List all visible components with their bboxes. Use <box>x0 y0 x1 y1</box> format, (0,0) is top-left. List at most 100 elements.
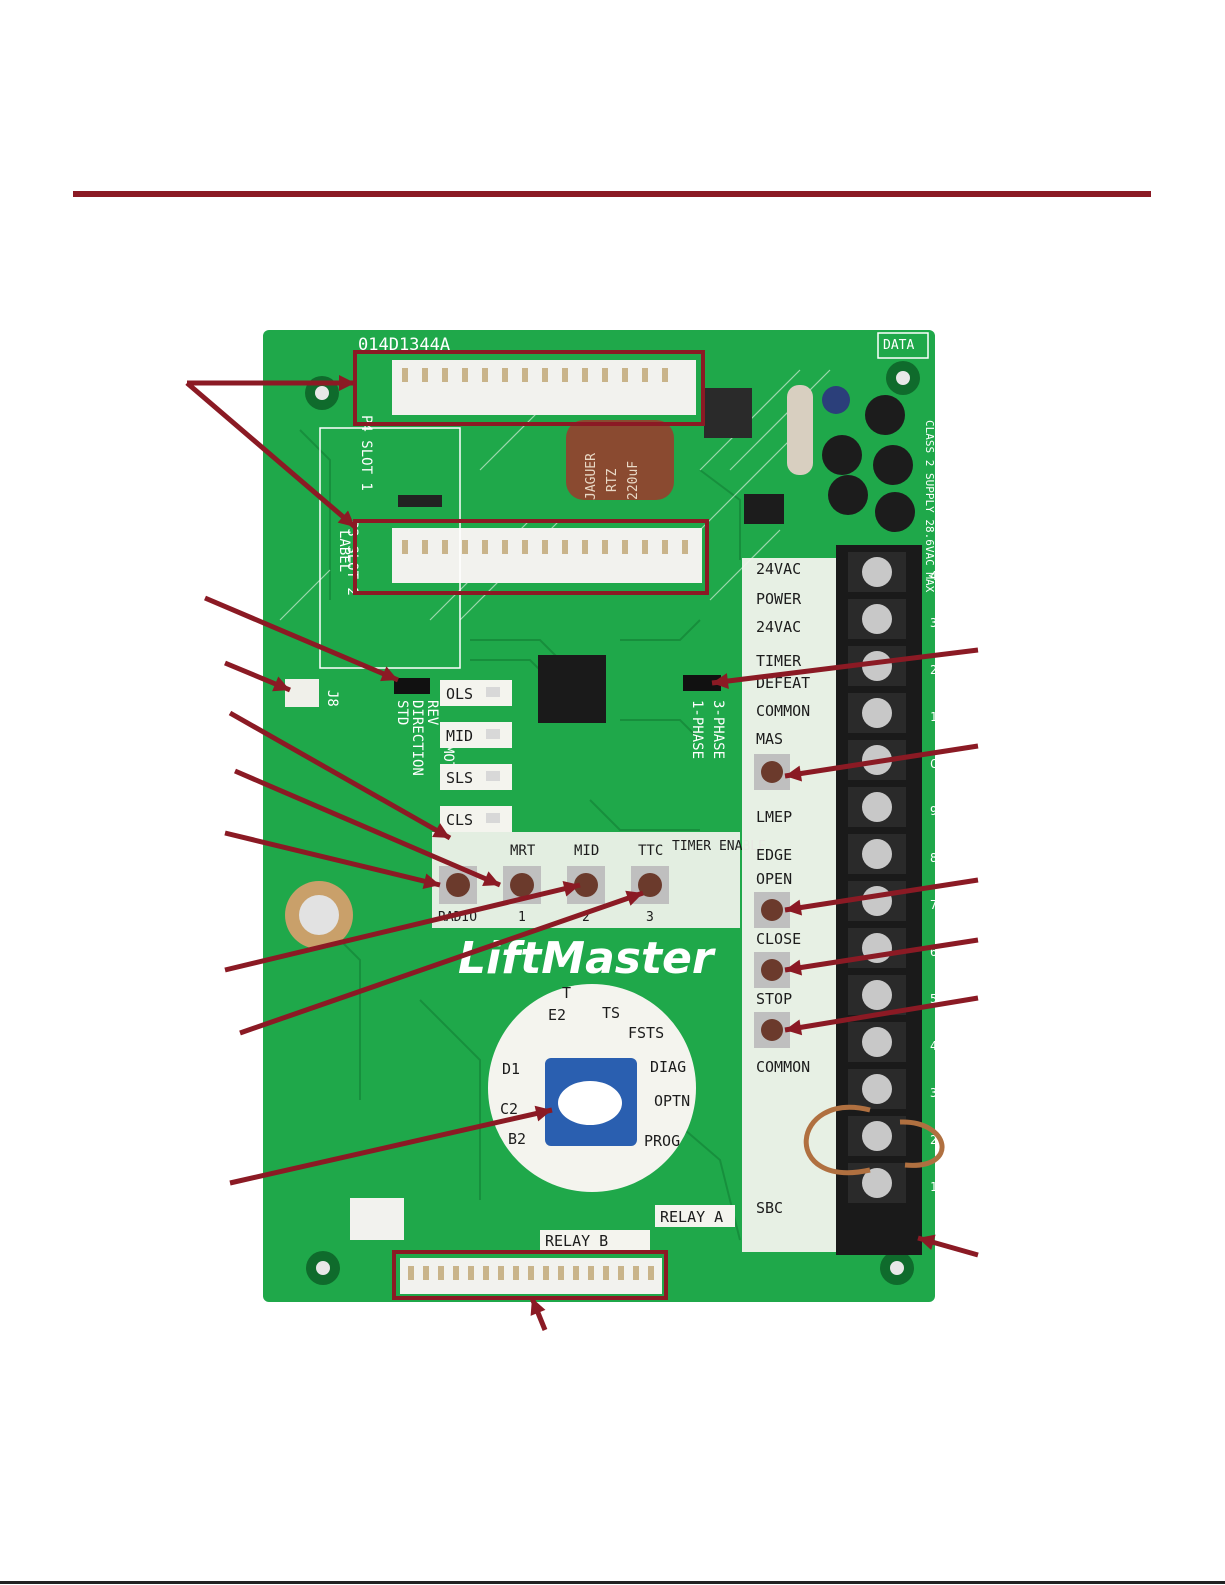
callout-line <box>784 743 979 779</box>
callout-line <box>784 937 979 973</box>
pin <box>582 540 588 554</box>
terminal-screw[interactable] <box>862 557 892 587</box>
phase-jumper <box>683 675 721 691</box>
j8-label: J8 <box>324 690 340 707</box>
terminal-screw[interactable] <box>862 839 892 869</box>
pin <box>423 1266 429 1280</box>
pin <box>422 368 428 382</box>
dial-position-label: DIAG <box>650 1058 686 1076</box>
terminal-number: 9 <box>930 804 937 818</box>
terminal-screw[interactable] <box>862 1027 892 1057</box>
limit-leds: OLS MID SLS CLS <box>440 680 512 832</box>
push-button[interactable] <box>761 899 783 921</box>
callout-line <box>224 830 441 888</box>
callout-arrowhead <box>918 1234 936 1251</box>
capacitor-brand: JAGUER <box>584 453 599 500</box>
pin <box>642 368 648 382</box>
terminal-screw[interactable] <box>862 792 892 822</box>
terminal-label: DEFEAT <box>756 674 810 692</box>
terminal-screw[interactable] <box>862 1121 892 1151</box>
pin <box>622 368 628 382</box>
callout-arrowhead <box>482 871 500 887</box>
relay-a-box <box>655 1205 735 1227</box>
pin <box>442 368 448 382</box>
pin <box>648 1266 654 1280</box>
push-button[interactable] <box>510 873 534 897</box>
terminal-screw[interactable] <box>862 604 892 634</box>
slot-1-label: P4 SLOT 1 <box>358 415 374 491</box>
callout-arrowhead <box>339 375 355 391</box>
dial-position-label: C2 <box>500 1100 518 1118</box>
phase-1-label: 1-PHASE <box>689 700 705 759</box>
terminal-number: 8 <box>930 851 937 865</box>
terminal-label: COMMON <box>756 1058 810 1076</box>
callout-arrowhead <box>272 676 290 692</box>
callout-arrowhead <box>422 873 440 890</box>
pin <box>482 540 488 554</box>
limit-led-label: MID <box>446 727 473 745</box>
terminal-screw[interactable] <box>862 1168 892 1198</box>
relay-b-box <box>540 1230 650 1252</box>
pin <box>602 368 608 382</box>
pin <box>618 1266 624 1280</box>
push-button[interactable] <box>761 1019 783 1041</box>
jumper-wire-right <box>899 1119 945 1168</box>
pin <box>502 540 508 554</box>
pin <box>442 540 448 554</box>
terminal-screw[interactable] <box>862 698 892 728</box>
jumper-wire <box>803 1105 871 1175</box>
terminal-screw[interactable] <box>862 651 892 681</box>
callout-line <box>711 647 979 686</box>
pin <box>573 1266 579 1280</box>
limit-led-label: SLS <box>446 769 473 787</box>
brand-logo: LiftMaster <box>458 933 716 984</box>
header-rule <box>73 191 1151 197</box>
limit-led-label: OLS <box>446 685 473 703</box>
pin <box>662 540 668 554</box>
led-icon <box>486 687 500 697</box>
dial-position-label: T <box>562 984 571 1002</box>
j8-connector <box>285 679 319 707</box>
button-top-label: MRT <box>510 843 536 859</box>
limit-led-label: CLS <box>446 811 473 829</box>
callout-arrowhead <box>432 823 450 838</box>
dir-std-label: STD <box>394 700 410 725</box>
callout-arrowhead <box>785 959 803 976</box>
push-button[interactable] <box>638 873 662 897</box>
terminal-screw[interactable] <box>862 1074 892 1104</box>
pin <box>462 540 468 554</box>
terminal-screw[interactable] <box>862 980 892 1010</box>
callout-line <box>224 882 581 973</box>
pin <box>662 368 668 382</box>
slot-1-highlight <box>353 350 705 426</box>
led-icon <box>486 813 500 823</box>
pin <box>633 1266 639 1280</box>
pin <box>402 368 408 382</box>
pin <box>562 368 568 382</box>
terminal-number: 3 <box>930 1086 937 1100</box>
push-button[interactable] <box>574 873 598 897</box>
callout-line <box>784 877 979 913</box>
terminal-labels: 24VACPOWER24VACTIMERDEFEATCOMMONMASLMEPE… <box>756 560 810 1217</box>
relay-a-label: RELAY A <box>660 1208 723 1226</box>
dir-rev-label: REV <box>424 700 440 726</box>
selector-pointer <box>558 1081 622 1125</box>
push-button[interactable] <box>761 959 783 981</box>
push-button[interactable] <box>446 873 470 897</box>
callout-arrowhead <box>785 899 803 916</box>
push-button[interactable] <box>761 761 783 783</box>
callout-arrowhead <box>337 510 355 527</box>
terminal-label: MAS <box>756 730 783 748</box>
terminal-screw[interactable] <box>862 886 892 916</box>
callout-arrows <box>185 350 979 1331</box>
terminal-label: OPEN <box>756 870 792 888</box>
terminal-screws <box>848 552 906 1203</box>
terminal-label: CLOSE <box>756 930 801 948</box>
power-resistor <box>787 385 813 475</box>
terminal-number: 4 <box>930 569 937 583</box>
pin <box>498 1266 504 1280</box>
pin <box>562 540 568 554</box>
